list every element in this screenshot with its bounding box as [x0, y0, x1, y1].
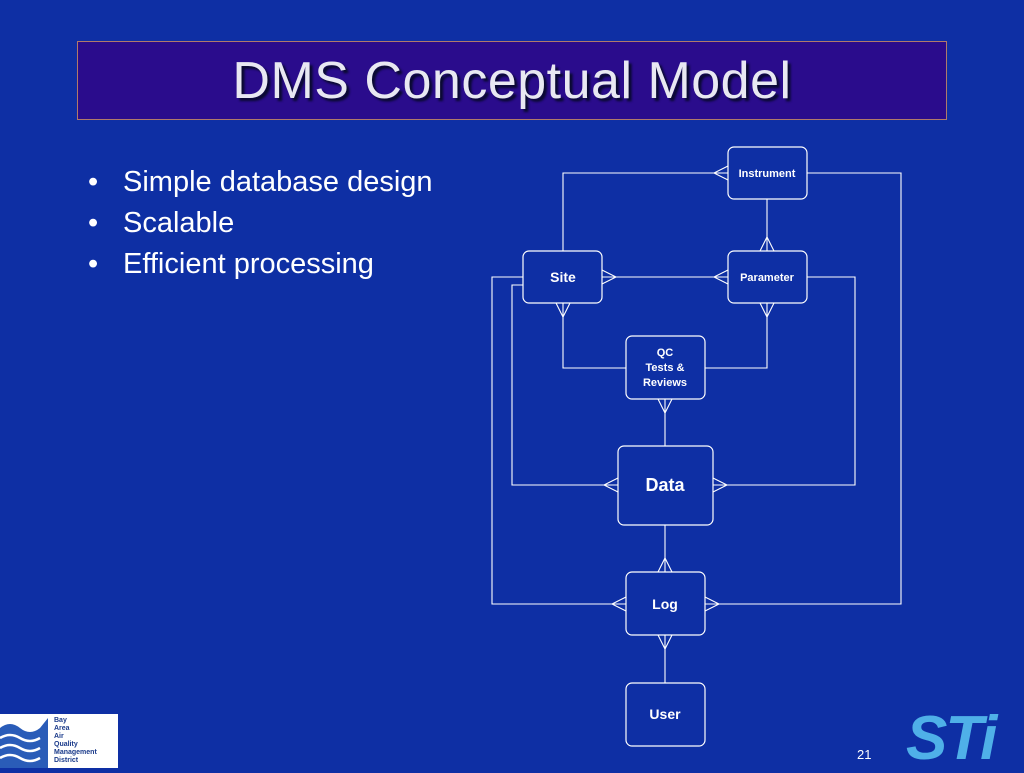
- data-label: Data: [645, 475, 685, 495]
- crow-log-left: [610, 596, 627, 612]
- bullet-text: Scalable: [123, 207, 235, 239]
- baaqmd-logo-text: Bay Area Air Quality Management District: [54, 717, 97, 764]
- edge-site-log: [491, 276, 626, 605]
- log-label: Log: [652, 596, 678, 612]
- bullet-icon: •: [88, 207, 99, 239]
- entity-qc-tests-reviews: QC Tests & Reviews: [625, 335, 706, 400]
- baaqmd-wave-icon: [0, 718, 48, 768]
- crows-feet: [555, 165, 775, 651]
- crow-log-bottom: [657, 634, 673, 651]
- edge-parameter-qc: [705, 303, 768, 369]
- entity-site: Site: [522, 250, 603, 304]
- entity-log: Log: [625, 571, 706, 636]
- crow-data-left: [602, 477, 619, 493]
- entity-data: Data: [617, 445, 714, 526]
- crow-parameter-bottom: [759, 302, 775, 319]
- user-label: User: [649, 706, 681, 722]
- entity-parameter: Parameter: [727, 250, 808, 304]
- page-number: 21: [857, 747, 872, 762]
- bullet-icon: •: [88, 166, 99, 198]
- bullet-text: Efficient processing: [123, 248, 374, 280]
- crow-site-right: [601, 269, 618, 285]
- crow-log-top: [657, 556, 673, 573]
- crow-site-bottom: [555, 302, 571, 319]
- qc-label-line-3: Reviews: [643, 377, 687, 389]
- crow-instrument-left: [712, 165, 729, 181]
- diagram-edges: [491, 172, 902, 683]
- bullet-item: • Efficient processing: [88, 244, 433, 285]
- edge-site-qc: [562, 303, 626, 369]
- qc-label-line-1: QC: [657, 347, 674, 359]
- qc-label-line-2: Tests &: [646, 362, 685, 374]
- edge-instrument-log: [705, 172, 902, 605]
- edge-site-instrument: [562, 172, 728, 251]
- parameter-label: Parameter: [740, 272, 795, 284]
- bullet-item: • Scalable: [88, 203, 433, 244]
- slide-title: DMS Conceptual Model: [232, 51, 792, 110]
- crow-data-right: [712, 477, 729, 493]
- bullet-text: Simple database design: [123, 166, 433, 198]
- bullet-icon: •: [88, 248, 99, 280]
- bullet-item: • Simple database design: [88, 162, 433, 203]
- baaqmd-logo: Bay Area Air Quality Management District: [0, 714, 118, 768]
- entity-instrument: Instrument: [727, 146, 808, 200]
- crow-log-right: [704, 596, 721, 612]
- crow-qc-bottom: [657, 398, 673, 415]
- edge-parameter-data: [713, 276, 856, 486]
- title-box: DMS Conceptual Model: [77, 41, 947, 120]
- site-label: Site: [550, 269, 576, 285]
- instrument-label: Instrument: [739, 168, 796, 180]
- crow-parameter-top: [759, 235, 775, 252]
- sti-logo: STi: [906, 704, 997, 773]
- bullet-list: • Simple database design • Scalable • Effic…: [88, 162, 433, 285]
- entity-user: User: [625, 682, 706, 747]
- edge-site-data: [511, 284, 618, 486]
- crow-parameter-left: [712, 269, 729, 285]
